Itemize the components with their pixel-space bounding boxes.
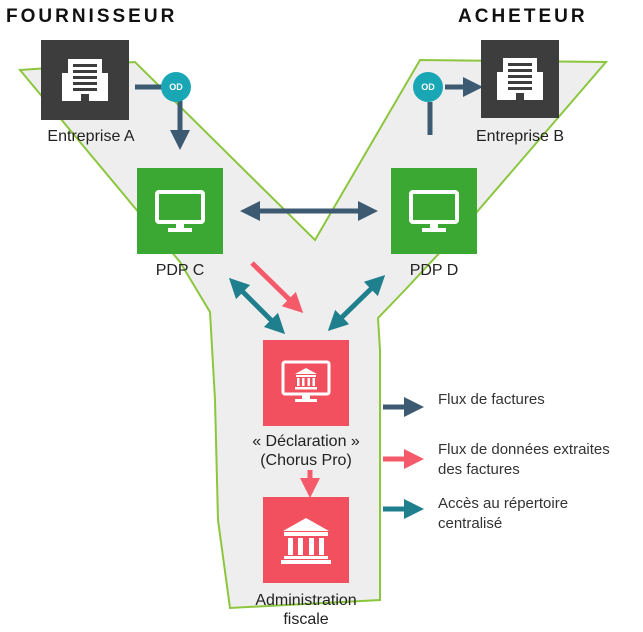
declaration-box: [263, 340, 349, 426]
bank-icon: [281, 518, 331, 564]
declaration-label-line2: (Chorus Pro): [260, 452, 352, 469]
building-icon: [497, 58, 543, 100]
administration-label-line2: fiscale: [283, 611, 329, 628]
od-badge-left: OD: [161, 72, 191, 102]
legend-extracted-line2: des factures: [438, 461, 520, 478]
legend-directory-text: Accès au répertoire centralisé: [438, 494, 568, 534]
pdp-c-label: PDP C: [155, 262, 205, 279]
legend-extracted-line1: Flux de données extraites: [438, 441, 610, 458]
declaration-label-line1: « Déclaration »: [252, 433, 360, 450]
monitor-icon: [155, 190, 205, 232]
buyer-header: ACHETEUR: [458, 6, 588, 27]
pdp-d-box: [391, 168, 477, 254]
administration-label: Administration fiscale: [226, 591, 386, 629]
supplier-header: FOURNISSEUR: [6, 6, 178, 27]
monitor-icon: [409, 190, 459, 232]
administration-label-line1: Administration: [255, 592, 357, 609]
declaration-label: « Déclaration » (Chorus Pro): [226, 432, 386, 470]
monitor-bank-icon: [281, 360, 331, 402]
od-badge-right: OD: [413, 72, 443, 102]
pdp-d-label: PDP D: [409, 262, 459, 279]
enterprise-a-box: [41, 40, 129, 120]
arrow-pdp-d-declaration-directory: [327, 275, 386, 331]
legend-directory-line1: Accès au répertoire: [438, 495, 569, 512]
legend-invoices-text: Flux de factures: [438, 391, 545, 408]
enterprise-b-box: [481, 40, 559, 118]
legend-directory-line2: centralisé: [438, 515, 503, 532]
arrow-pdp-c-declaration-directory: [228, 277, 286, 335]
building-icon: [62, 59, 108, 101]
pdp-c-box: [137, 168, 223, 254]
enterprise-a-label: Entreprise A: [47, 128, 135, 145]
legend-extracted-text: Flux de données extraites des factures: [438, 440, 610, 480]
administration-box: [263, 497, 349, 583]
enterprise-b-label: Entreprise B: [475, 128, 565, 145]
